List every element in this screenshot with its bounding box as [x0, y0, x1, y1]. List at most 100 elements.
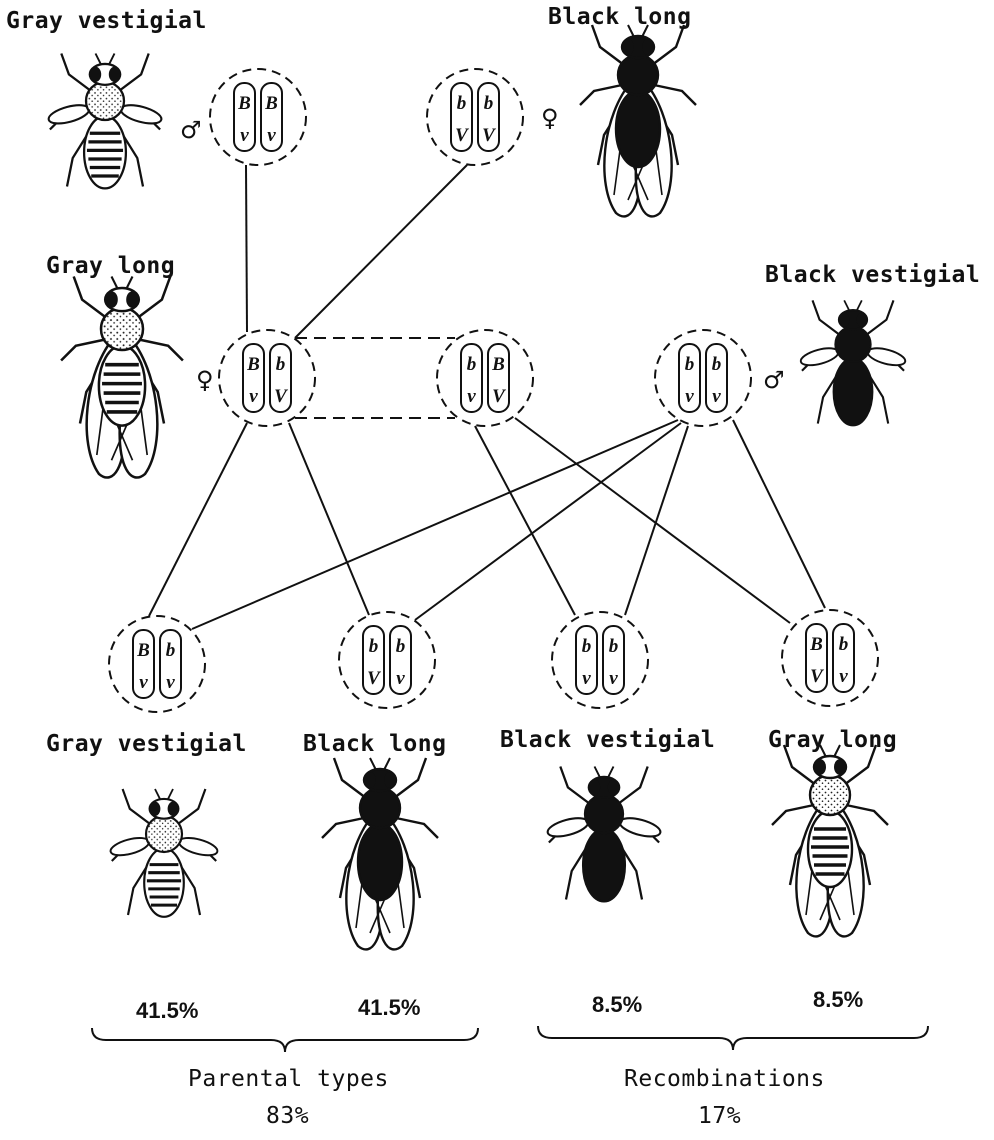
- female-symbol: ♀: [541, 106, 559, 130]
- chromosome: Bv: [234, 83, 255, 151]
- offspring-percent: 8.5%: [813, 987, 863, 1013]
- cross-line: [295, 165, 467, 338]
- cross-line: [415, 423, 681, 620]
- black-vestigial-fly-icon: [546, 767, 663, 902]
- allele-label: b: [166, 640, 176, 661]
- allele-label: B: [809, 634, 823, 655]
- allele-label: v: [240, 125, 249, 146]
- cross-line: [289, 423, 369, 615]
- chromosome: bv: [160, 630, 181, 698]
- male-symbol: ♂: [180, 118, 202, 142]
- parent-female-label: Black long: [548, 4, 691, 30]
- allele-label: V: [482, 125, 496, 146]
- recombinant-group-total: 17%: [698, 1103, 741, 1129]
- cross-line: [149, 423, 247, 616]
- allele-label: V: [455, 125, 469, 146]
- parental-group-label: Parental types: [188, 1066, 389, 1092]
- f1-female-label: Gray long: [46, 253, 175, 279]
- offspring-percent: 8.5%: [592, 992, 642, 1018]
- chromosome: bV: [270, 344, 291, 412]
- parental-group-total: 83%: [266, 1103, 309, 1129]
- allele-label: b: [457, 93, 467, 114]
- allele-label: B: [246, 354, 260, 375]
- allele-label: v: [685, 386, 694, 407]
- allele-label: V: [274, 386, 288, 407]
- offspring-percent: 41.5%: [136, 998, 198, 1024]
- allele-label: v: [267, 125, 276, 146]
- allele-label: b: [712, 354, 722, 375]
- chromosome: bv: [576, 626, 597, 694]
- allele-label: v: [139, 672, 148, 693]
- cross-line: [475, 426, 575, 615]
- allele-label: v: [166, 672, 175, 693]
- allele-label: B: [136, 640, 150, 661]
- offspring-label: Gray vestigial: [46, 731, 247, 757]
- chromosome: bv: [461, 344, 482, 412]
- allele-label: b: [609, 636, 619, 657]
- gray-long-fly-icon: [61, 277, 183, 478]
- allele-label: V: [810, 666, 824, 687]
- allele-label: v: [839, 666, 848, 687]
- allele-label: b: [276, 354, 286, 375]
- allele-label: v: [467, 386, 476, 407]
- chromosome: bv: [390, 626, 411, 694]
- parental-brace: [92, 1028, 478, 1052]
- allele-label: b: [839, 634, 849, 655]
- recombinant-group-label: Recombinations: [624, 1066, 825, 1092]
- cross-line: [192, 420, 678, 629]
- cross-line: [246, 165, 247, 332]
- f1-female-symbol: ♀: [196, 368, 214, 392]
- allele-label: v: [609, 668, 618, 689]
- chromosome: Bv: [261, 83, 282, 151]
- allele-label: b: [396, 636, 406, 657]
- allele-label: V: [492, 386, 506, 407]
- cross-line: [733, 420, 825, 608]
- cross-line: [515, 418, 790, 623]
- chromosome: bV: [363, 626, 384, 694]
- allele-label: v: [582, 668, 591, 689]
- chromosome: BV: [488, 344, 509, 412]
- chromosome: bv: [833, 624, 854, 692]
- allele-label: b: [467, 354, 477, 375]
- f1-male-symbol: ♂: [763, 368, 785, 392]
- black-long-fly-icon: [580, 25, 696, 216]
- chromosome: bv: [706, 344, 727, 412]
- allele-label: v: [249, 386, 258, 407]
- allele-label: V: [367, 668, 381, 689]
- gray-vestigial-fly-icon: [47, 53, 164, 188]
- chromosome: Bv: [133, 630, 154, 698]
- chromosome: bv: [603, 626, 624, 694]
- chromosome: BV: [806, 624, 827, 692]
- gray-long-fly-icon: [772, 745, 888, 936]
- chromosome: Bv: [243, 344, 264, 412]
- cross-line: [625, 426, 688, 615]
- allele-label: B: [264, 93, 278, 114]
- offspring-label: Black long: [303, 731, 446, 757]
- recombinant-brace: [538, 1026, 928, 1050]
- chromosome: bV: [451, 83, 472, 151]
- crossover-link: [295, 338, 455, 418]
- offspring-label: Black vestigial: [500, 727, 715, 753]
- chromosome: bv: [679, 344, 700, 412]
- allele-label: b: [582, 636, 592, 657]
- allele-label: B: [237, 93, 251, 114]
- parent-male-label: Gray vestigial: [6, 8, 207, 34]
- f1-male-label: Black vestigial: [765, 262, 980, 288]
- chromosome: bV: [478, 83, 499, 151]
- offspring-label: Gray long: [768, 727, 897, 753]
- allele-label: b: [685, 354, 695, 375]
- allele-label: v: [712, 386, 721, 407]
- black-vestigial-fly-icon: [799, 300, 907, 425]
- allele-label: B: [491, 354, 505, 375]
- black-long-fly-icon: [322, 758, 438, 949]
- gray-vestigial-fly-icon: [109, 789, 219, 917]
